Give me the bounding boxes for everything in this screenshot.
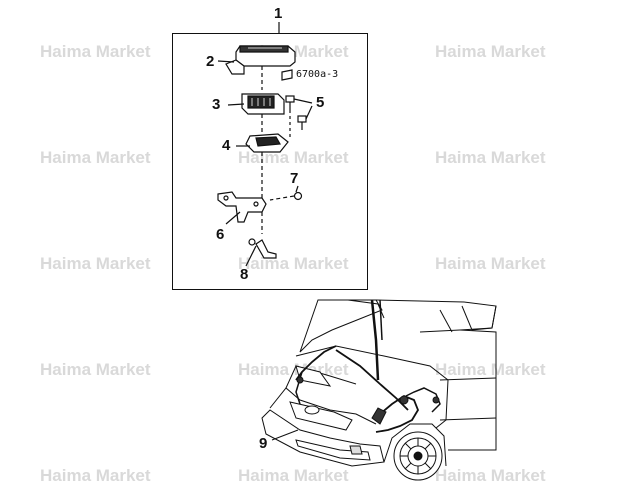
callout-9: 9: [259, 435, 268, 452]
tag-icon: [281, 69, 293, 81]
callout-4: 4: [222, 137, 231, 154]
callout-6: 6: [216, 226, 225, 243]
callout-1: 1: [274, 5, 283, 22]
mounting-bracket-icon: [217, 191, 267, 225]
watermark-text: Haima Market: [40, 466, 151, 485]
callout-2: 2: [206, 53, 215, 70]
callout-8: 8: [240, 266, 249, 283]
watermark-text: Haima Market: [238, 254, 349, 273]
watermark-text: Haima Market: [435, 466, 546, 485]
watermark-text: Haima Market: [435, 254, 546, 273]
watermark-text: Haima Market: [238, 466, 349, 485]
fuse-box-cover-icon: [217, 45, 296, 75]
nut-icon: [293, 185, 303, 201]
watermark-text: Haima Market: [238, 148, 349, 167]
watermark-text: Haima Market: [435, 360, 546, 379]
watermark-text: Haima Market: [40, 360, 151, 379]
watermark-text: Haima Market: [40, 148, 151, 167]
part-code-label: 6700a-3: [296, 69, 339, 80]
car-front-engine-harness-icon: [261, 299, 497, 481]
callout-3: 3: [212, 96, 221, 113]
exploded-diagram-frame: [172, 33, 368, 290]
callout-5: 5: [316, 94, 325, 111]
watermark-text: Haima Market: [40, 254, 151, 273]
callout-7: 7: [290, 170, 299, 187]
fuse-relay-block-icon: [227, 93, 285, 115]
watermark-text: Haima Market: [40, 42, 151, 61]
bolt-icon: [285, 95, 313, 130]
fuse-box-lower-housing-icon: [236, 133, 289, 153]
watermark-text: Haima Market: [435, 148, 546, 167]
ground-terminal-icon: [245, 238, 277, 267]
watermark-text: Haima Market: [435, 42, 546, 61]
